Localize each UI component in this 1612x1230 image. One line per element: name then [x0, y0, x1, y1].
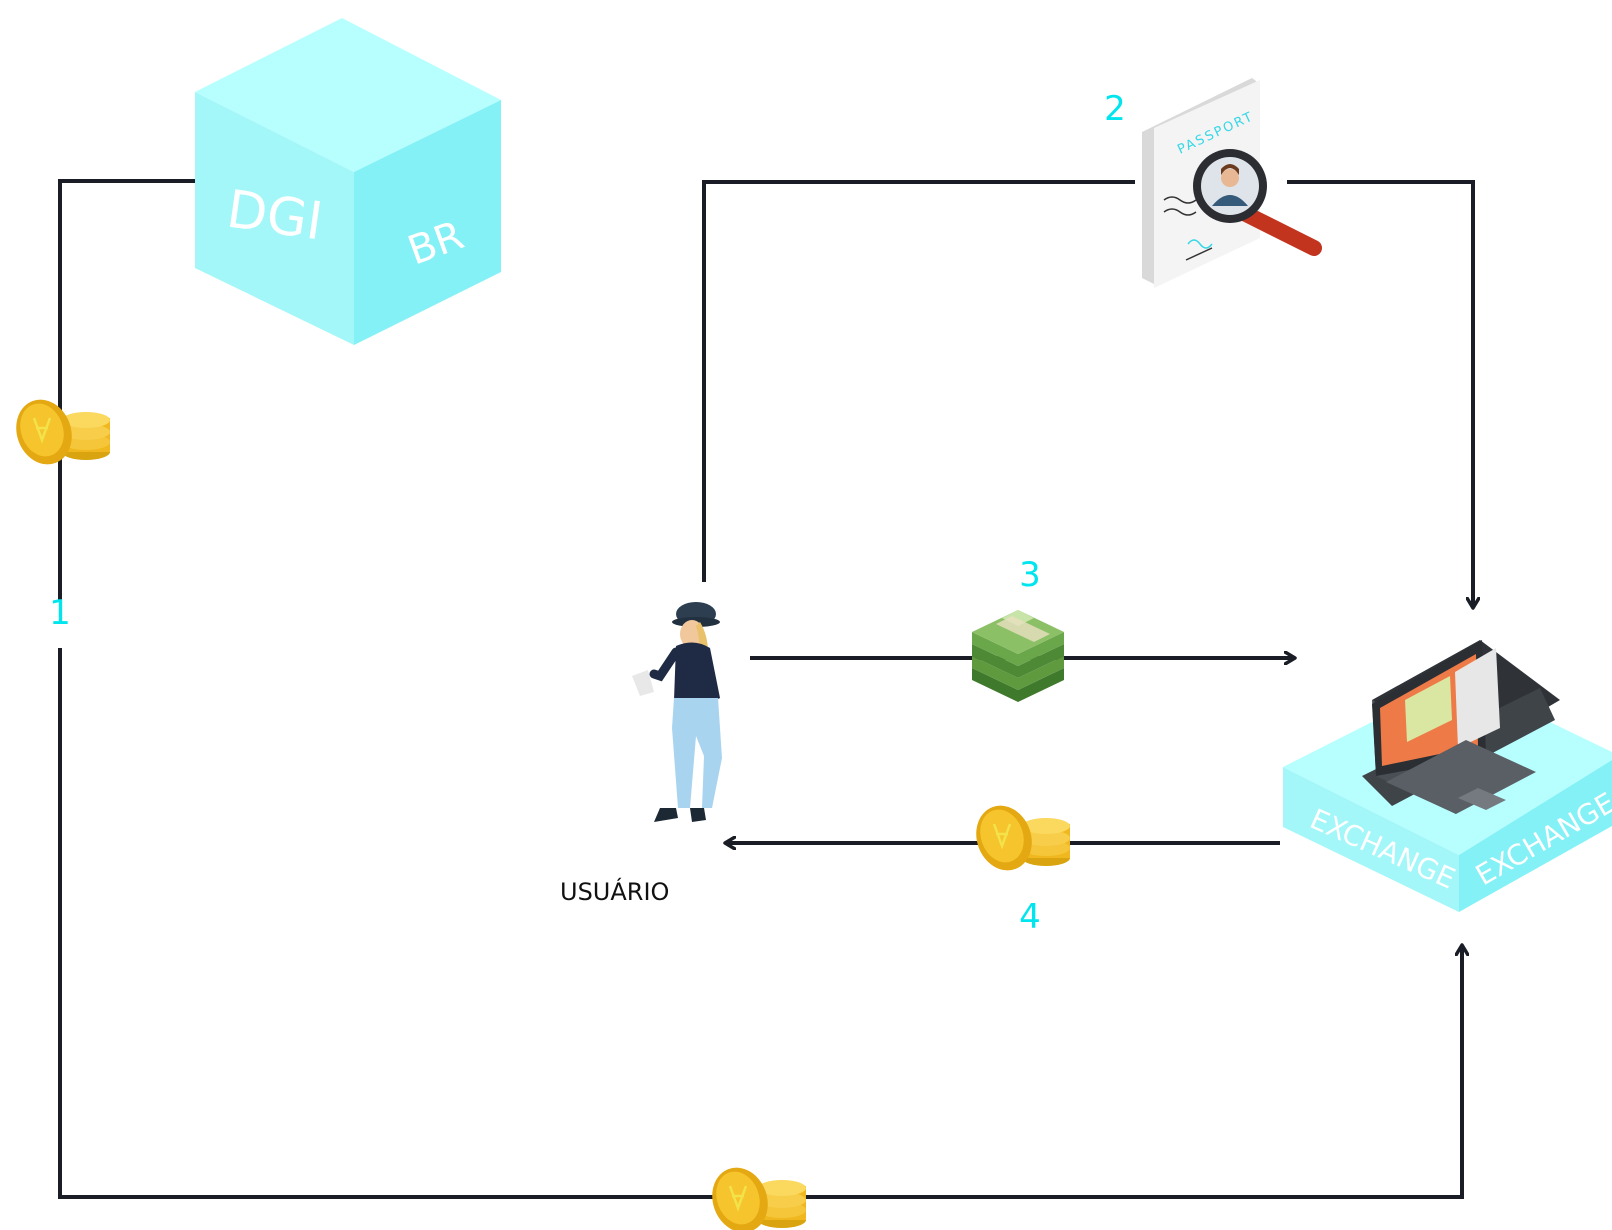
cube-front-label: DGI	[223, 180, 326, 253]
step-3-number: 3	[1019, 555, 1041, 595]
user-label: USUÁRIO	[560, 877, 669, 906]
flow-line-dgi-to-exchange-bottom	[58, 648, 1462, 1199]
passport-magnifier-icon: PASSPORT	[1142, 78, 1322, 288]
flow-line-user-to-passport	[702, 180, 1135, 582]
cube-top-face	[195, 18, 501, 172]
dgi-cube: DGI BR	[195, 18, 501, 345]
coins-icon	[16, 399, 110, 465]
flow-line-passport-to-exchange	[1287, 180, 1473, 608]
user-figure-icon	[632, 602, 722, 822]
laptop-icon	[1362, 640, 1560, 814]
cube-side-face	[354, 100, 501, 345]
step-4-number: 4	[1019, 897, 1041, 937]
exchange-side-face	[1459, 760, 1612, 912]
coins-icon	[976, 805, 1070, 871]
step-2-number: 2	[1104, 89, 1126, 129]
cash-stack-icon	[972, 610, 1064, 702]
cube-front-face	[195, 92, 354, 345]
coins-icon	[712, 1167, 806, 1230]
exchange-front-face	[1283, 767, 1459, 912]
step-1-number: 1	[49, 593, 71, 633]
flow-line-dgi-to-exchange-top	[58, 179, 195, 600]
connector-lines	[58, 179, 1473, 1199]
